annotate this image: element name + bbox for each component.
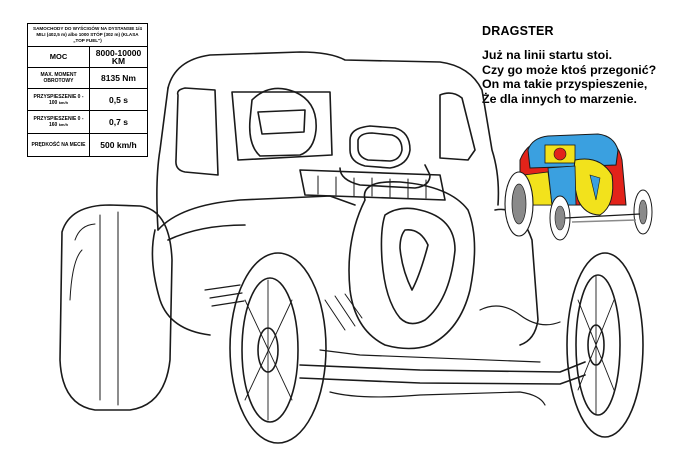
spec-value: 0,5 s <box>109 94 128 105</box>
spec-row-top-speed: PRĘDKOŚĆ NA MECIE 500 km/h <box>28 134 147 156</box>
spec-value: 8000-10000 KM <box>95 48 142 66</box>
spec-row-accel-100: PRZYSPIESZENIE 0 - 100 km/h 0,5 s <box>28 89 147 111</box>
spec-label-wrap: PRZYSPIESZENIE 0 - 100 km/h <box>28 89 90 110</box>
poem: Już na linii startu stoi. Czy go może kt… <box>482 48 656 106</box>
spec-row-torque: MAX. MOMENT OBROTOWY 8135 Nm <box>28 68 147 89</box>
spec-table: SAMOCHODY DO WYŚCIGÓW NA DYSTANSIE 1/4 M… <box>27 23 148 157</box>
spec-label-wrap: PRZYSPIESZENIE 0 - 160 km/h <box>28 111 90 133</box>
spec-value: 8135 Nm <box>101 73 136 83</box>
spec-label: PRZYSPIESZENIE 0 - 160 <box>33 116 84 128</box>
spec-value: 0,7 s <box>109 117 128 127</box>
spec-label: MOC <box>28 47 90 67</box>
spec-unit: km/h <box>58 99 69 105</box>
spec-unit: km/h <box>58 122 69 127</box>
poem-line: On ma takie przyspieszenie, <box>482 77 648 91</box>
poem-line: Że dla innych to marzenie. <box>482 91 637 106</box>
poem-title: DRAGSTER <box>482 24 554 38</box>
spec-label: MAX. MOMENT OBROTOWY <box>28 68 90 88</box>
spec-row-accel-160: PRZYSPIESZENIE 0 - 160 km/h 0,7 s <box>28 111 147 134</box>
spec-table-header: SAMOCHODY DO WYŚCIGÓW NA DYSTANSIE 1/4 M… <box>28 24 147 47</box>
poem-line: Czy go może ktoś przegonić? <box>482 62 657 77</box>
spec-value: 500 km/h <box>100 140 137 150</box>
spec-label: PRĘDKOŚĆ NA MECIE <box>28 134 90 156</box>
poem-line: Już na linii startu stoi. <box>482 48 613 62</box>
spec-row-power: MOC 8000-10000 KM <box>28 47 147 68</box>
spec-label: PRZYSPIESZENIE 0 - 100 <box>33 93 84 106</box>
